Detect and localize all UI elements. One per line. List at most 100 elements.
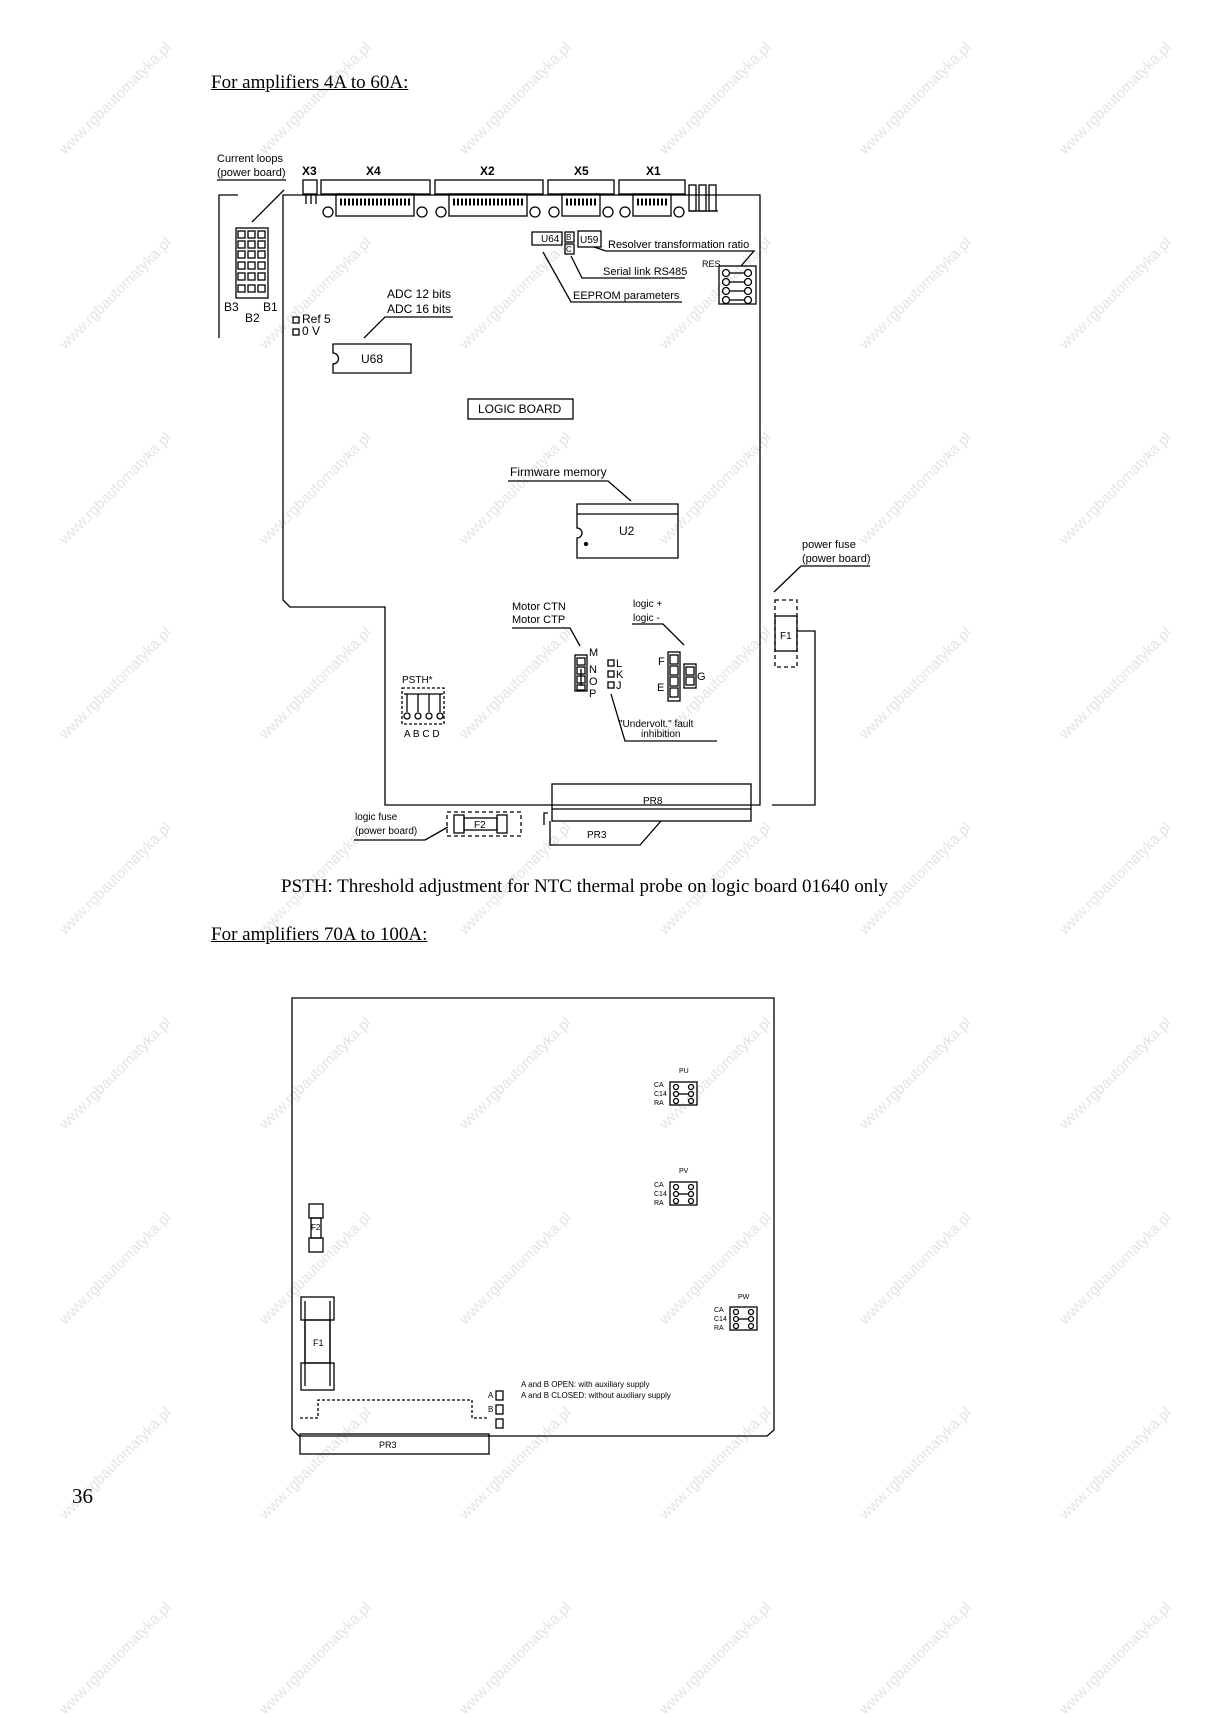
chip-u64 <box>531 231 563 246</box>
pr3-label: PR3 <box>587 830 607 841</box>
page-number: 36 <box>72 1484 93 1508</box>
c-chip-label: C <box>566 245 572 254</box>
logic-board-diagram <box>217 179 870 846</box>
fuse-f2-board2 <box>308 1203 324 1253</box>
jumper-res <box>718 265 757 305</box>
j-label: J <box>616 680 622 692</box>
logic-fuse-f2 <box>446 811 522 837</box>
u68-label: U68 <box>361 352 383 366</box>
watermark-text: www.rgbautomatyka.pl <box>1056 1599 1175 1718</box>
chip-u68 <box>332 343 412 374</box>
connector-x1 <box>618 179 686 218</box>
e-label: E <box>657 682 664 694</box>
ref5-label: Ref 5 <box>302 312 331 326</box>
pv-ra: RA <box>654 1200 664 1207</box>
f2-board2-label: F2 <box>311 1223 321 1232</box>
jumper-l <box>607 659 615 667</box>
power-fuse-label-1: power fuse <box>802 539 856 551</box>
connector-x3 <box>302 179 318 195</box>
pu-c14: C14 <box>654 1091 667 1098</box>
motor-ctn-label: Motor CTN <box>512 601 566 613</box>
x4-label: X4 <box>366 164 381 178</box>
pr8-label: PR8 <box>643 796 663 807</box>
b-label: B <box>488 1405 493 1414</box>
serial-link-label: Serial link RS485 <box>603 266 687 278</box>
m-label: M <box>589 647 598 659</box>
x5-label: X5 <box>574 164 589 178</box>
pw-c14: C14 <box>714 1316 727 1323</box>
pv-label: PV <box>679 1168 689 1175</box>
jumper-k <box>607 670 615 678</box>
jumper-mnop <box>574 654 588 692</box>
u2-label: U2 <box>619 524 635 538</box>
jumper-block-b <box>235 227 269 299</box>
current-loops-label-1: Current loops <box>217 153 284 165</box>
o-label: O <box>589 676 598 688</box>
heading-top: For amplifiers 4A to 60A: <box>211 72 409 93</box>
watermark-text: www.rgbautomatyka.pl <box>656 1599 775 1718</box>
motor-ctp-label: Motor CTP <box>512 614 565 626</box>
adc16-label: ADC 16 bits <box>387 302 451 316</box>
pu-ca: CA <box>654 1082 664 1089</box>
firmware-label: Firmware memory <box>510 465 607 479</box>
x2-label: X2 <box>480 164 495 178</box>
logic-fuse-label-1: logic fuse <box>355 812 398 823</box>
abcd-label: A B C D <box>404 729 440 740</box>
testpoint-ref5 <box>292 316 300 324</box>
chip-u59 <box>577 230 602 248</box>
logic-board-label-box <box>467 398 574 420</box>
undervolt-label-1: "Undervolt." fault <box>619 719 694 730</box>
pr3-board2-label: PR3 <box>379 1440 397 1450</box>
power-fuse-f1 <box>774 599 798 668</box>
ab-closed-note: A and B CLOSED: without auxiliary supply <box>521 1391 671 1400</box>
jumper-a <box>495 1390 504 1401</box>
watermark-text: www.rgbautomatyka.pl <box>856 1599 975 1718</box>
testpoint-0v <box>292 328 300 336</box>
power-board-outline <box>291 997 775 1437</box>
current-loops-label-2: (power board) <box>217 167 285 179</box>
jumper-b <box>495 1404 504 1415</box>
fuse-f1-board2 <box>300 1296 335 1391</box>
psth-label: PSTH* <box>402 675 433 686</box>
chip-u2 <box>576 503 679 559</box>
f-label: F <box>658 656 665 668</box>
watermark-text: www.rgbautomatyka.pl <box>56 1599 175 1718</box>
heading-bottom: For amplifiers 70A to 100A: <box>211 924 428 945</box>
logic-fuse-label-2: (power board) <box>355 826 417 837</box>
u64-label: U64 <box>541 234 560 245</box>
watermark-text: www.rgbautomatyka.pl <box>256 1599 375 1718</box>
pu-ra: RA <box>654 1100 664 1107</box>
pw-ca: CA <box>714 1307 724 1314</box>
pv-c14: C14 <box>654 1191 667 1198</box>
psth-adjusters <box>401 687 445 725</box>
l-label: L <box>616 658 622 670</box>
pv-ca: CA <box>654 1182 664 1189</box>
psth-caption: PSTH: Threshold adjustment for NTC therm… <box>281 876 889 897</box>
connector-x2 <box>434 179 544 218</box>
connector-pr3-board2 <box>299 1433 490 1455</box>
pw-ra: RA <box>714 1325 724 1332</box>
n-label: N <box>589 664 597 676</box>
eeprom-label: EEPROM parameters <box>573 290 680 302</box>
u59-label: U59 <box>580 235 599 246</box>
connector-x5 <box>547 179 615 218</box>
b-chip-label: B <box>566 233 571 242</box>
logic-board-outline <box>282 194 761 806</box>
resolver-label: Resolver transformation ratio <box>608 239 749 251</box>
connector-pr3 <box>549 820 662 846</box>
undervolt-label-2: inhibition <box>641 729 680 740</box>
pu-label: PU <box>679 1068 689 1075</box>
a-label: A <box>488 1391 494 1400</box>
connector-x4 <box>320 179 431 218</box>
board-diagrams: Current loops (power board) X3 X4 X2 X5 … <box>217 153 870 1455</box>
f1-board2-label: F1 <box>313 1338 324 1348</box>
x1-label: X1 <box>646 164 661 178</box>
b3-label: B3 <box>224 300 239 314</box>
p-label: P <box>589 688 596 700</box>
jumper-pu <box>669 1081 698 1106</box>
k-label: K <box>616 669 624 681</box>
watermark-text: www.rgbautomatyka.pl <box>456 1599 575 1718</box>
f2-label: F2 <box>474 820 486 831</box>
jumper-pw <box>729 1306 758 1331</box>
zero-v-label: 0 V <box>302 324 320 338</box>
